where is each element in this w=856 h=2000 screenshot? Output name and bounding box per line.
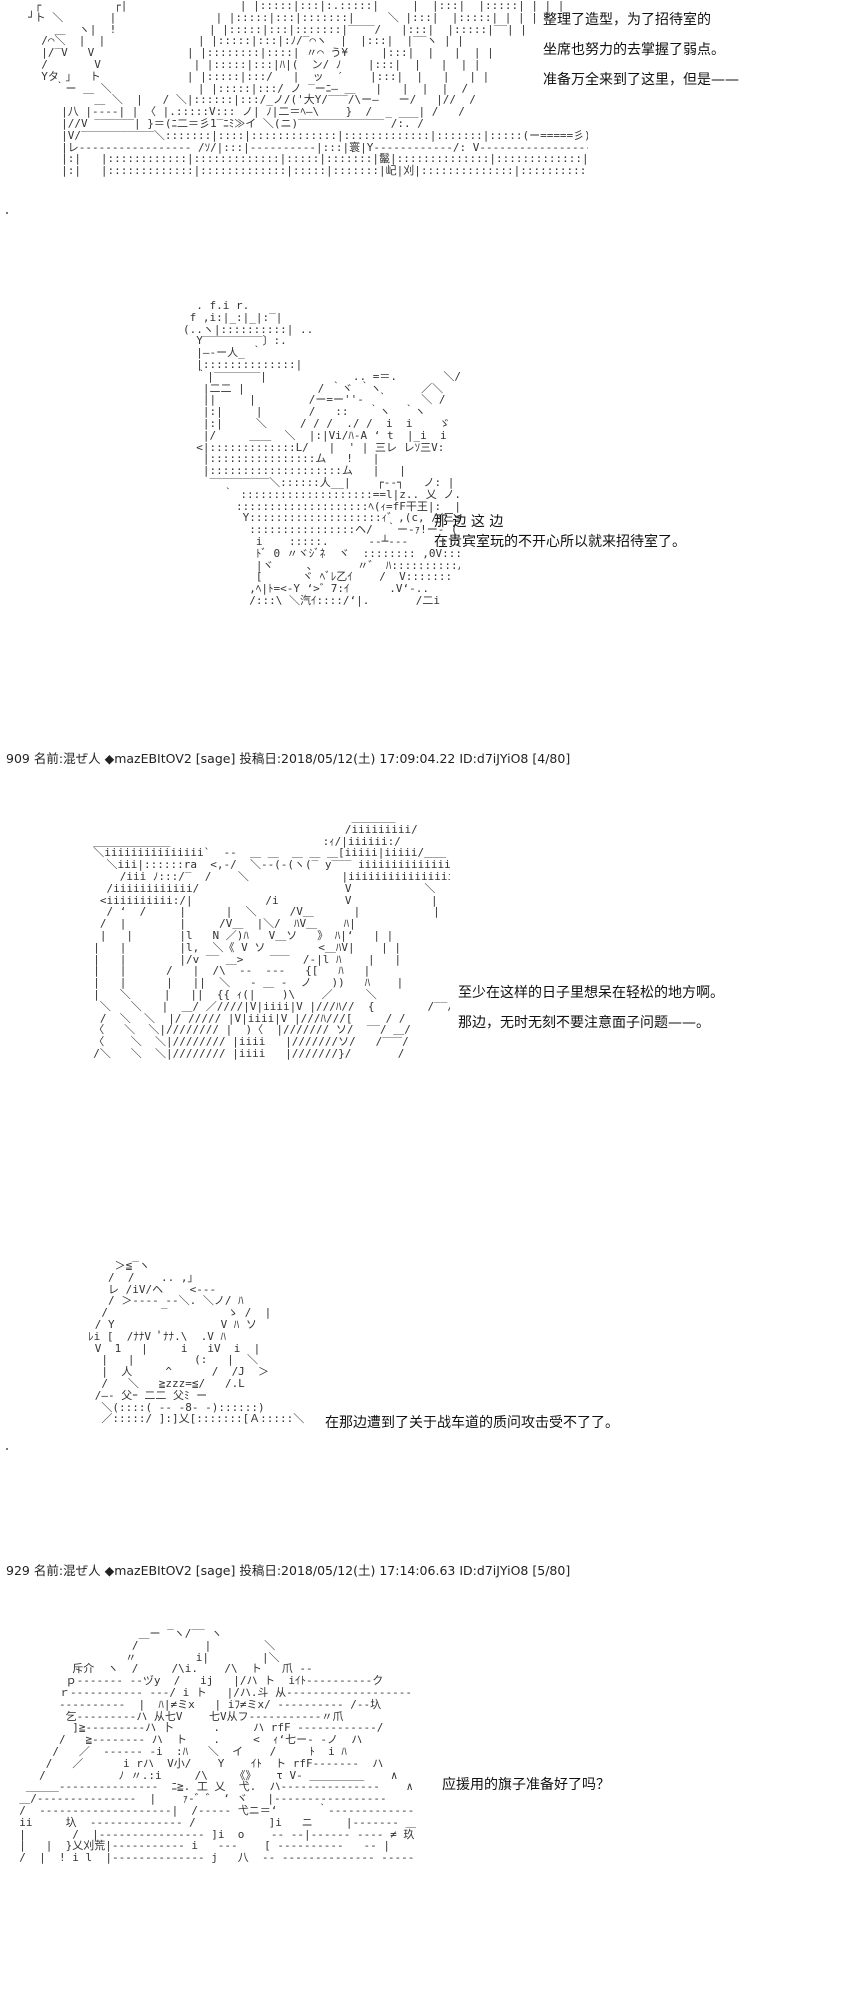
post-mail: [sage] (195, 1563, 236, 1578)
caption-line: 坐席也努力的去掌握了弱点。 (543, 42, 725, 58)
ascii-art-panel-3: ＿＿＿＿ /iiiiiiiii/ ＿＿＿＿＿＿＿ :ｨ/|iiiiii:/ ＼i… (93, 812, 450, 1060)
caption-panel-3: 至少在这样的日子里想呆在轻松的地方啊。 那边，无时无刻不要注意面子问题——。 (458, 978, 724, 1038)
post-id: ID:d7iJYiO8 (459, 751, 529, 766)
caption-line: 整理了造型，为了招待室的 (543, 12, 711, 28)
caption-line: 准备万全来到了这里，但是—— (543, 72, 739, 88)
post-progress: [5/80] (532, 1563, 571, 1578)
caption-line: 至少在这样的日子里想呆在轻松的地方啊。 (458, 985, 724, 1001)
caption-panel-2: 那 边 这 边 在贵宾室玩的不开心所以就来招待室了。 (434, 512, 686, 552)
poster-trip: ◆mazEBItOV2 (104, 751, 192, 766)
caption-panel-1: 整理了造型，为了招待室的 坐席也努力的去掌握了弱点。 准备万全来到了这里，但是—… (543, 5, 739, 95)
post-date: 投稿日:2018/05/12(土) 17:09:04.22 (239, 751, 456, 766)
stray-dot (6, 212, 8, 214)
ascii-art-panel-1: ┌ ┌| | |:::::|:::|:.:::::| | |:::| |::::… (28, 0, 588, 178)
poster-name: 名前:混ぜ人 (33, 1563, 101, 1578)
caption-panel-5: 应援用的旗子准备好了吗？ (442, 1770, 610, 1800)
caption-line: 那 边 这 边 (434, 514, 504, 530)
ascii-art-panel-5: ＿ー ‾ヽ/‾‾ ヽ / | ＼ 〃 i| |＼ 斥介 ヽ / /\i. /\ … (19, 1628, 416, 1865)
post-number: 929 (6, 1563, 30, 1578)
caption-line: 在那边遭到了关于战车道的质问攻击受不了了。 (325, 1415, 619, 1431)
post-progress: [4/80] (532, 751, 571, 766)
caption-line: 在贵宾室玩的不开心所以就来招待室了。 (434, 534, 686, 550)
caption-line: 那边，无时无刻不要注意面子问题——。 (458, 1015, 710, 1031)
ascii-art-panel-2: . f.i r. f ,i:|_:|_|:‾| (..ヽ|::::::::::|… (182, 300, 460, 607)
post-number: 909 (6, 751, 30, 766)
post-id: ID:d7iJYiO8 (459, 1563, 529, 1578)
stray-dot (6, 1448, 8, 1450)
post-date: 投稿日:2018/05/12(土) 17:14:06.63 (239, 1563, 456, 1578)
ascii-art-panel-4: ＞≦‾ヽ / / .. ,」 レ /iV/ヘ <‐‐‐ / ＞‐‐‐‐ ‐‐＼.… (88, 1260, 305, 1426)
poster-trip: ◆mazEBItOV2 (104, 1563, 192, 1578)
caption-panel-4: 在那边遭到了关于战车道的质问攻击受不了了。 (325, 1408, 619, 1438)
caption-line: 应援用的旗子准备好了吗？ (442, 1777, 610, 1793)
post-mail: [sage] (195, 751, 236, 766)
poster-name: 名前:混ぜ人 (33, 751, 101, 766)
